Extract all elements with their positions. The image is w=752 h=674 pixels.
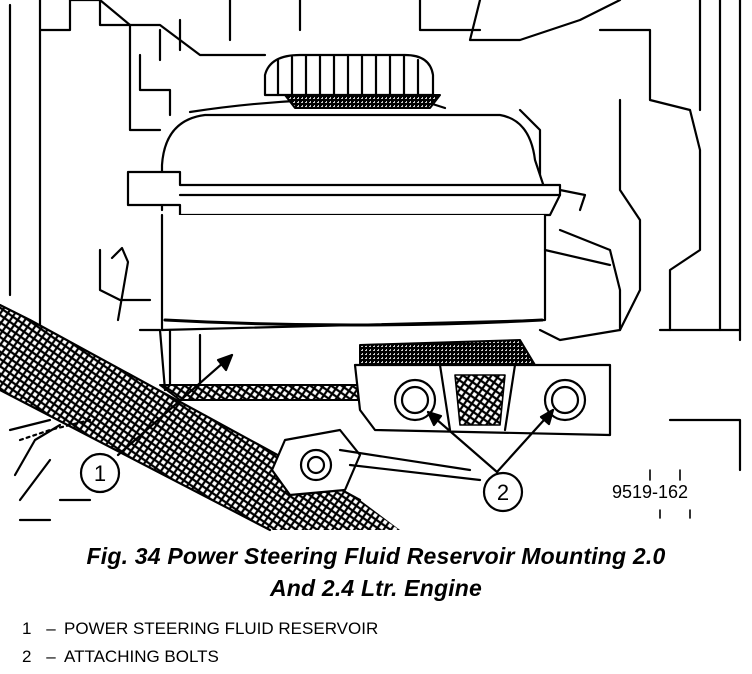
callout-1-number: 1 [94, 461, 106, 486]
legend-number: 1 [22, 619, 32, 638]
engine-background [8, 0, 742, 522]
legend-item: 1–POWER STEERING FLUID RESERVOIR [22, 619, 378, 639]
figure-id: 9519-162 [612, 482, 688, 502]
legend-number: 2 [22, 647, 32, 666]
legend-label: POWER STEERING FLUID RESERVOIR [64, 619, 379, 638]
figure-caption-line1: Fig. 34 Power Steering Fluid Reservoir M… [86, 543, 666, 569]
callout-1: 1 [79, 353, 234, 494]
power-steering-reservoir [126, 53, 612, 387]
legend-dash: – [46, 619, 56, 638]
attaching-bolt [393, 378, 437, 422]
legend-label: ATTACHING BOLTS [64, 647, 219, 666]
attaching-bolt [543, 378, 587, 422]
legend-item: 2–ATTACHING BOLTS [22, 647, 219, 667]
callout-2-number: 2 [497, 480, 509, 505]
lower-bolt [270, 428, 482, 497]
reservoir-diagram: 1 2 9519-162 [0, 0, 742, 532]
figure-caption-line2: And 2.4 Ltr. Engine [269, 575, 483, 601]
callout-2: 2 [426, 408, 555, 513]
legend-dash: – [46, 647, 56, 666]
